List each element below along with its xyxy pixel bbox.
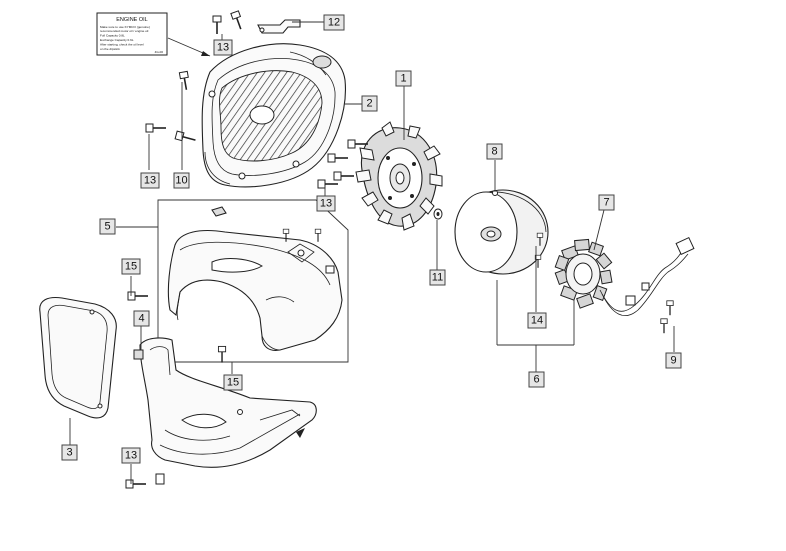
label-line: Make sure to use KYMCO (genuine) [100, 25, 150, 29]
leader-lines [69, 21, 675, 484]
shroud-seal [39, 296, 117, 419]
screw-icon [314, 228, 322, 243]
bolt-icon [217, 345, 227, 364]
shroud-group-frame [157, 199, 349, 363]
callout-1: 1 [395, 70, 412, 87]
svg-text:7: 7 [603, 197, 609, 209]
bolt-icon [230, 10, 246, 32]
label-title: ENGINE OIL [116, 17, 147, 23]
label-line: recommended motor oil / engine oil [100, 29, 149, 33]
svg-text:13: 13 [217, 42, 229, 54]
fan-cover [201, 43, 346, 188]
bolt-icon [125, 479, 147, 489]
bolt-icon [666, 300, 674, 316]
bolt-icon [212, 15, 222, 35]
callout-13: 13 [213, 39, 233, 56]
svg-text:12: 12 [328, 17, 340, 29]
label-line: After starting, check the oil level [100, 43, 144, 47]
stator-assembly [554, 236, 695, 316]
svg-text:14: 14 [531, 315, 543, 327]
bolt-icon [178, 70, 192, 92]
shroud-upper [167, 229, 343, 351]
callout-12: 12 [323, 14, 345, 31]
clip-icon [155, 473, 165, 485]
callout-8: 8 [486, 143, 503, 160]
svg-text:10: 10 [175, 175, 187, 187]
bolt-icon [317, 179, 339, 189]
grommet-icon [133, 349, 144, 360]
flywheel [454, 189, 549, 275]
callout-4: 4 [133, 310, 150, 327]
callout-13: 13 [316, 195, 336, 212]
label-line: Exchange Capacity 0.6L [100, 38, 134, 42]
svg-text:13: 13 [125, 450, 137, 462]
bolt-icon [660, 318, 668, 334]
svg-text:8: 8 [491, 146, 497, 158]
svg-text:13: 13 [144, 175, 156, 187]
svg-text:4: 4 [138, 313, 144, 325]
svg-text:6: 6 [533, 374, 539, 386]
bolt-icon [327, 153, 349, 163]
clip-icon [211, 206, 227, 217]
shroud-lower [139, 337, 317, 468]
cover-bracket [257, 19, 301, 34]
callout-11: 11 [429, 269, 446, 286]
callout-13: 13 [121, 447, 141, 464]
svg-text:15: 15 [125, 261, 137, 273]
callout-15: 15 [121, 258, 141, 275]
label-code: 4G-00 [155, 50, 164, 54]
label-line: Full Capacity 0.8L [100, 34, 125, 38]
svg-text:3: 3 [66, 447, 72, 459]
svg-text:11: 11 [432, 272, 443, 284]
callout-2: 2 [361, 95, 378, 112]
svg-text:1: 1 [400, 73, 406, 85]
svg-text:13: 13 [320, 198, 332, 210]
label-line: on the dipstick [100, 47, 120, 51]
engine-oil-label: ENGINE OIL Make sure to use KYMCO (genui… [96, 12, 211, 57]
svg-text:9: 9 [670, 355, 676, 367]
callout-9: 9 [665, 352, 682, 369]
callout-7: 7 [598, 194, 615, 211]
bolt-icon [333, 171, 355, 181]
callout-14: 14 [527, 312, 547, 329]
callout-3: 3 [61, 444, 78, 461]
cooling-fan [355, 121, 443, 231]
bolt-icon [145, 123, 167, 133]
callout-15: 15 [223, 374, 243, 391]
svg-text:5: 5 [104, 221, 110, 233]
svg-text:15: 15 [227, 377, 239, 389]
callout-10: 10 [173, 172, 190, 189]
callout-6: 6 [528, 371, 545, 388]
svg-text:2: 2 [366, 98, 372, 110]
bolt-icon [174, 130, 198, 145]
callout-5: 5 [99, 218, 116, 235]
callout-13: 13 [140, 172, 160, 189]
washer-icon [433, 208, 443, 220]
